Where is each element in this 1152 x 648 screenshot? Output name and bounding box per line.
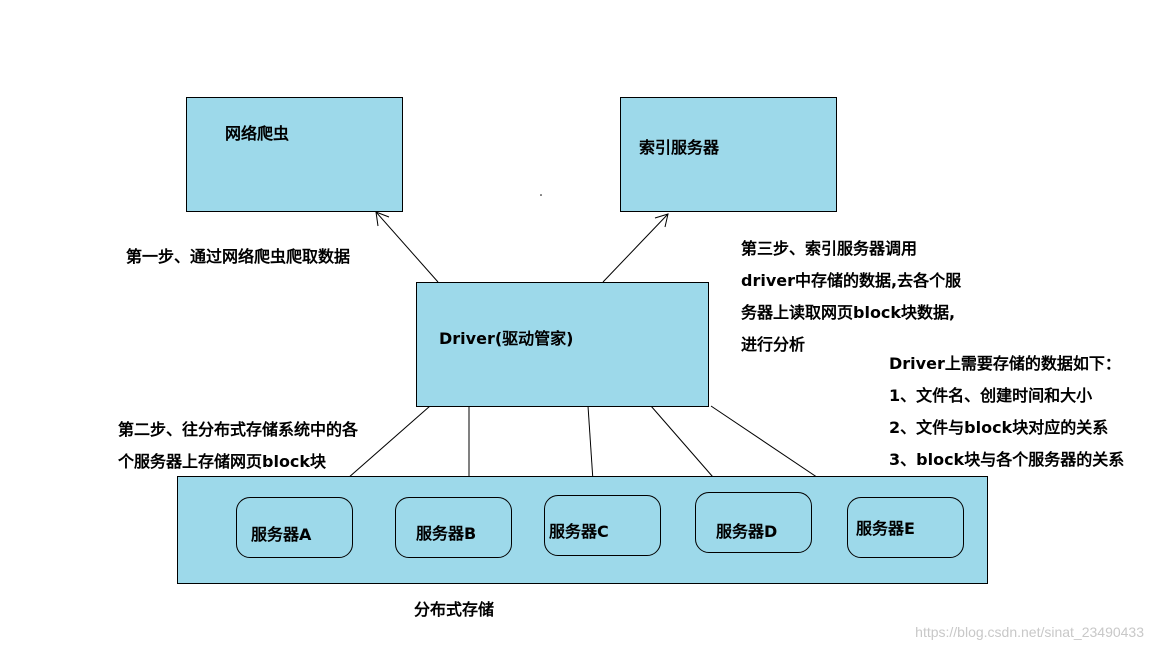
- driver-node: Driver(驱动管家): [416, 282, 709, 407]
- server-b-label: 服务器B: [416, 524, 477, 543]
- arrowhead-index: [654, 213, 669, 228]
- step3-line-4: 进行分析: [741, 335, 806, 354]
- server-b: 服务器B: [395, 497, 512, 558]
- driver-note-item-3: 3、block块与各个服务器的关系: [889, 450, 1125, 469]
- server-c-label: 服务器C: [549, 522, 609, 541]
- step3-line-2: driver中存储的数据,去各个服: [741, 271, 962, 290]
- step3-line-1: 第三步、索引服务器调用: [741, 239, 918, 258]
- step3-line-3: 务器上读取网页block块数据,: [741, 303, 956, 322]
- index-server-node: 索引服务器: [620, 97, 837, 212]
- step2-line-2: 个服务器上存储网页block块: [118, 452, 327, 471]
- server-c: 服务器C: [544, 495, 661, 556]
- step1-annotation: 第一步、通过网络爬虫爬取数据: [126, 247, 351, 266]
- edge-driver-to-crawler: [375, 211, 439, 283]
- driver-notes-title: Driver上需要存储的数据如下：: [889, 354, 1121, 373]
- server-a-label: 服务器A: [251, 525, 312, 544]
- driver-note-item-1: 1、文件名、创建时间和大小: [889, 386, 1093, 405]
- crawler-node: 网络爬虫: [186, 97, 403, 212]
- server-d-label: 服务器D: [716, 522, 778, 541]
- edge-driver-to-index: [602, 213, 669, 283]
- driver-note-item-2: 2、文件与block块对应的关系: [889, 418, 1109, 437]
- step2-line-1: 第二步、往分布式存储系统中的各: [118, 420, 359, 439]
- server-d: 服务器D: [695, 492, 812, 553]
- server-e: 服务器E: [847, 497, 964, 558]
- storage-label: 分布式存储: [414, 600, 495, 619]
- index-server-label: 索引服务器: [639, 138, 720, 157]
- step2-annotation: 第二步、往分布式存储系统中的各 个服务器上存储网页block块: [118, 414, 358, 478]
- driver-notes: Driver上需要存储的数据如下： 1、文件名、创建时间和大小 2、文件与blo…: [889, 348, 1124, 476]
- watermark: https://blog.csdn.net/sinat_23490433: [915, 624, 1144, 640]
- crawler-label: 网络爬虫: [225, 124, 290, 143]
- server-e-label: 服务器E: [856, 519, 915, 538]
- stray-dot: [540, 194, 542, 196]
- arrowhead-crawler: [375, 211, 390, 227]
- step3-annotation: 第三步、索引服务器调用 driver中存储的数据,去各个服 务器上读取网页blo…: [741, 233, 961, 361]
- driver-label: Driver(驱动管家): [439, 329, 574, 348]
- server-a: 服务器A: [236, 497, 353, 558]
